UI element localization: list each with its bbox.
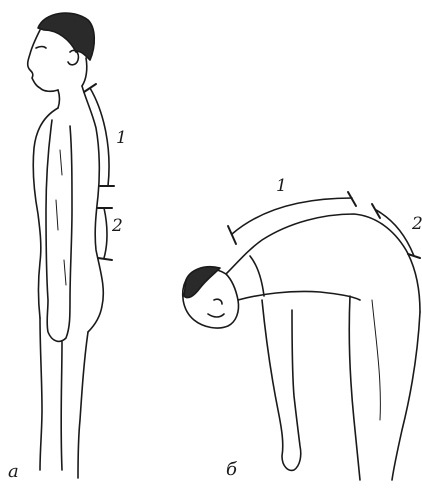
bending-figure [183,214,420,480]
caption-figure-a: а [8,463,19,481]
standing-figure [28,13,104,478]
standing-bracket-label-2: 2 [112,218,123,235]
bending-bracket-label-1: 1 [276,178,287,195]
bending-spine-brackets [228,192,420,258]
standing-bracket-label-1: 1 [116,130,127,147]
caption-figure-b: б [226,461,237,479]
bending-bracket-label-2: 2 [412,216,422,233]
